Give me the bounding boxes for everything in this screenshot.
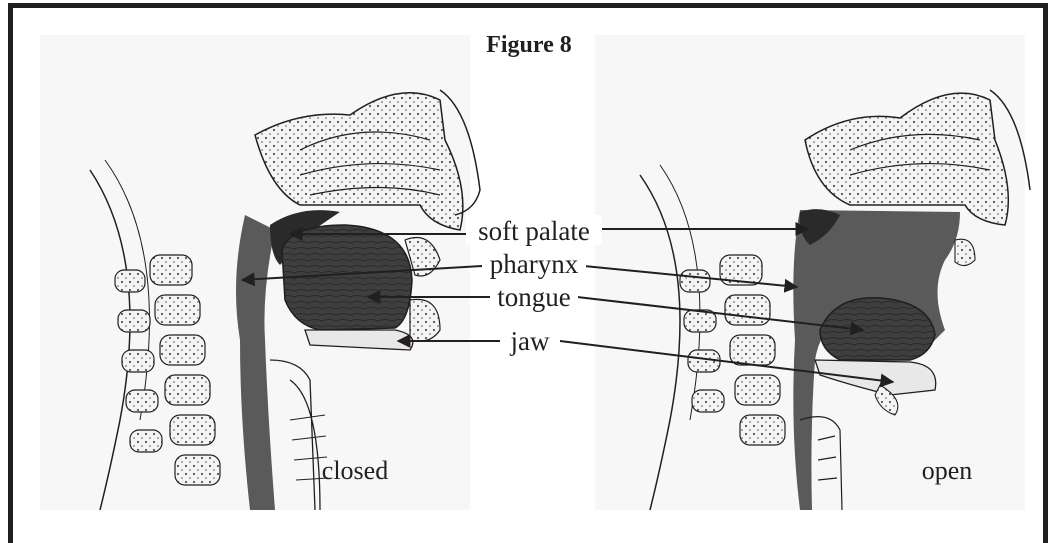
label-jaw: jaw xyxy=(510,326,550,356)
labels: soft palate pharynx tongue jaw xyxy=(466,215,602,356)
head-open-illustration xyxy=(595,35,1030,510)
label-pharynx: pharynx xyxy=(490,249,579,279)
label-soft-palate: soft palate xyxy=(478,216,590,246)
head-closed-illustration xyxy=(40,35,480,510)
caption-open: open xyxy=(922,456,973,485)
caption-closed: closed xyxy=(322,456,388,485)
label-tongue: tongue xyxy=(497,282,571,312)
